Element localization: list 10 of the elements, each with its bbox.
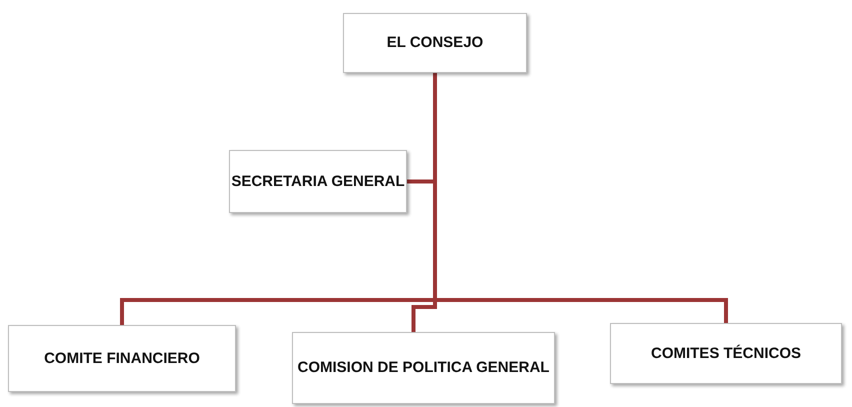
box-label: COMISION DE POLITICA GENERAL bbox=[298, 358, 550, 378]
box-label: SECRETARIA GENERAL bbox=[231, 172, 405, 192]
box-label: COMITES TÉCNICOS bbox=[650, 344, 801, 364]
org-box bbox=[343, 13, 527, 73]
org-box bbox=[8, 325, 236, 392]
org-box bbox=[229, 150, 407, 213]
org-box bbox=[610, 323, 842, 384]
org-box bbox=[292, 332, 555, 404]
box-label: COMITE FINANCIERO bbox=[44, 348, 200, 368]
box-label: EL CONSEJO bbox=[386, 33, 484, 53]
